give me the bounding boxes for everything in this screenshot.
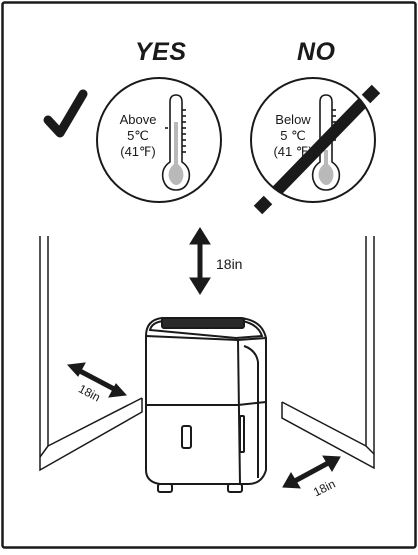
yes-temp-condition: Above <box>119 112 157 127</box>
no-temp-text: Below 5 ℃ (41 ℉) <box>268 112 318 160</box>
yes-temperature-panel <box>96 77 222 203</box>
check-mark-icon <box>43 89 88 138</box>
no-label: NO <box>297 38 336 66</box>
clearance-arrow-right <box>282 455 341 489</box>
yes-temp-fahrenheit: (41℉) <box>120 144 156 159</box>
clearance-arrow-top <box>189 227 211 295</box>
no-temp-fahrenheit: (41 ℉) <box>273 144 313 159</box>
yes-temp-text: Above 5℃ (41℉) <box>114 112 162 160</box>
yes-temp-celsius: 5℃ <box>127 128 149 143</box>
dehumidifier-unit <box>145 317 267 493</box>
no-temperature-panel <box>250 77 381 215</box>
thermometer-icon <box>161 94 191 191</box>
top-clearance-label: 18in <box>216 256 243 272</box>
clearance-arrow-left <box>66 362 128 398</box>
yes-label: YES <box>135 38 187 66</box>
no-temp-celsius: 5 ℃ <box>280 128 306 143</box>
prohibited-slash <box>259 88 375 202</box>
room-corner <box>39 236 375 472</box>
no-temp-condition: Below <box>275 112 311 127</box>
